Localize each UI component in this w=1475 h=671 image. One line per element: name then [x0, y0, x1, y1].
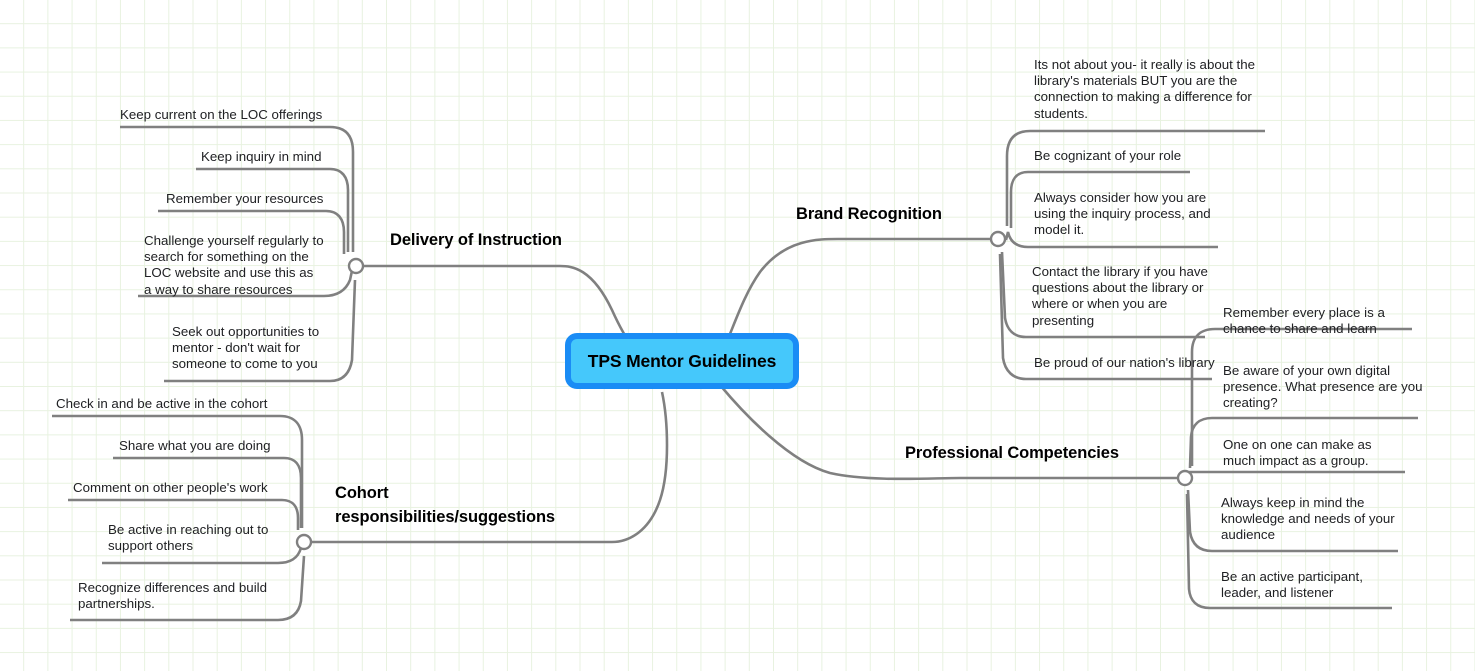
leaf-node[interactable]: Always keep in mind the knowledge and ne…: [1221, 495, 1395, 543]
branch-label-delivery-of-instruction[interactable]: Delivery of Instruction: [390, 231, 562, 249]
branch-label-brand-recognition[interactable]: Brand Recognition: [796, 205, 942, 223]
leaf-node[interactable]: Remember every place is a chance to shar…: [1223, 305, 1385, 337]
leaf-node[interactable]: Contact the library if you have question…: [1032, 264, 1208, 328]
leaf-node[interactable]: Be proud of our nation's library: [1034, 355, 1215, 370]
leaf-node[interactable]: Seek out opportunities to mentor - don't…: [172, 324, 320, 372]
leaf-node[interactable]: Keep current on the LOC offerings: [120, 107, 323, 122]
branch-label-professional-competencies[interactable]: Professional Competencies: [905, 444, 1119, 462]
leaf-node[interactable]: Challenge yourself regularly to search f…: [144, 233, 324, 297]
leaf-node[interactable]: Be active in reaching out to support oth…: [108, 522, 269, 554]
root-node-label: TPS Mentor Guidelines: [587, 350, 777, 371]
leaf-node[interactable]: Its not about you- it really is about th…: [1034, 57, 1256, 121]
leaf-node[interactable]: Keep inquiry in mind: [201, 149, 322, 164]
branch-node-delivery-of-instruction[interactable]: [347, 257, 365, 275]
branch-label-cohort[interactable]: Cohort responsibilities/suggestions: [335, 484, 555, 526]
leaf-node[interactable]: Comment on other people's work: [73, 480, 268, 495]
leaf-node[interactable]: Share what you are doing: [119, 438, 271, 453]
leaf-node[interactable]: Check in and be active in the cohort: [56, 396, 268, 411]
root-node[interactable]: TPS Mentor Guidelines: [565, 333, 799, 389]
branch-node-professional-competencies[interactable]: [1176, 469, 1194, 487]
leaf-node[interactable]: Recognize differences and build partners…: [78, 580, 267, 612]
leaf-node[interactable]: Be aware of your own digital presence. W…: [1223, 363, 1423, 411]
leaf-node[interactable]: One on one can make as much impact as a …: [1223, 437, 1372, 469]
leaf-node[interactable]: Be an active participant, leader, and li…: [1221, 569, 1363, 601]
leaf-node[interactable]: Remember your resources: [166, 191, 324, 206]
leaf-node[interactable]: Be cognizant of your role: [1034, 148, 1182, 163]
leaf-node[interactable]: Always consider how you are using the in…: [1034, 190, 1211, 238]
branch-node-brand-recognition[interactable]: [989, 230, 1007, 248]
branch-node-cohort[interactable]: [295, 533, 313, 551]
